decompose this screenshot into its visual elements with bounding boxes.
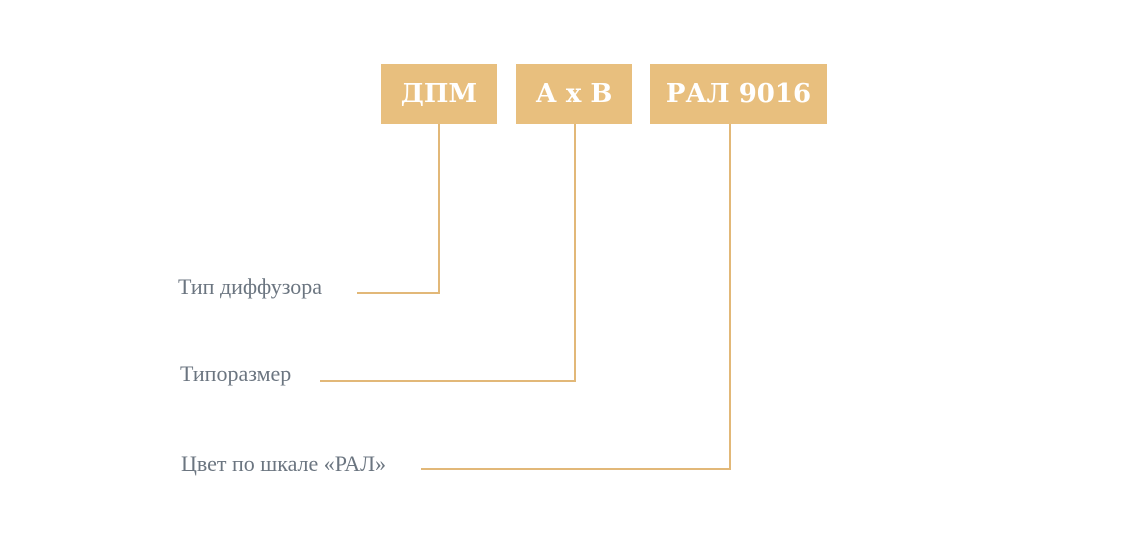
- description-size: Типоразмер: [180, 361, 292, 386]
- code-label: А х В: [535, 79, 613, 109]
- description-color: Цвет по шкале «РАЛ»: [181, 451, 387, 476]
- code-box-size: А х В: [516, 64, 632, 124]
- connector-line: [438, 124, 440, 294]
- connector-line: [729, 124, 731, 470]
- connector-line: [421, 468, 731, 470]
- code-label: ДПМ: [400, 79, 478, 109]
- description-diffuser-type: Тип диффузора: [178, 274, 323, 299]
- connector-line: [357, 292, 440, 294]
- code-box-color: РАЛ 9016: [650, 64, 827, 124]
- connector-line: [574, 124, 576, 382]
- code-box-diffuser-type: ДПМ: [381, 64, 497, 124]
- connector-line: [320, 380, 576, 382]
- code-label: РАЛ 9016: [665, 79, 812, 109]
